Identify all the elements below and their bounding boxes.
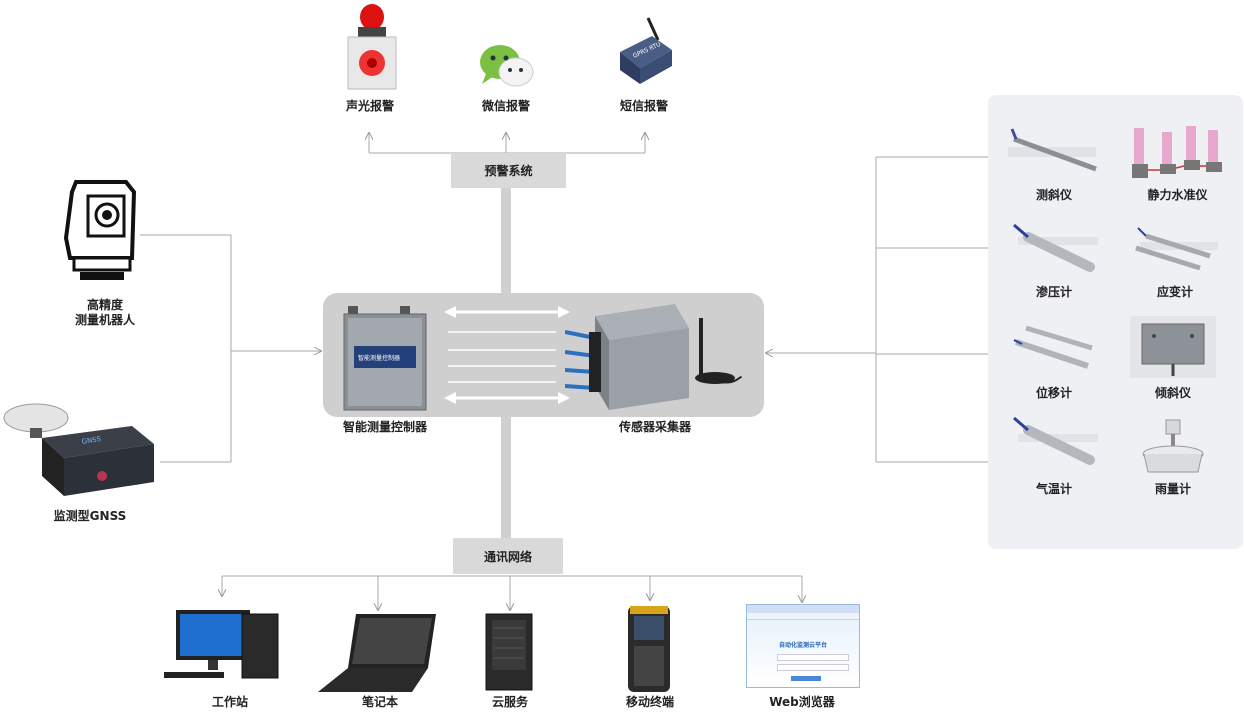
data-flow-arrows	[444, 306, 570, 404]
browser-title: 自动化监测云平台	[778, 642, 827, 649]
siren-alarm-icon	[347, 4, 397, 90]
tilt-meter-icon	[1130, 316, 1216, 378]
terminal-label-web: Web浏览器	[769, 695, 835, 709]
rain-gauge-icon	[1142, 419, 1204, 473]
displacement-meter-icon	[1013, 325, 1093, 369]
sensor-label-displacement: 位移计	[1035, 386, 1072, 400]
gnss-label: 监测型GNSS	[53, 509, 127, 523]
network-box: 通讯网络	[453, 538, 563, 574]
robot-label-line1: 高精度	[86, 298, 123, 312]
static-level-icon	[1132, 126, 1222, 178]
web-browser-icon: 自动化监测云平台	[746, 604, 860, 688]
svg-text:GNSS: GNSS	[81, 435, 102, 446]
terminal-label-cloud: 云服务	[491, 695, 528, 709]
gnss-receiver-icon: GNSS	[3, 403, 154, 496]
sensor-label-piezometer: 渗压计	[1035, 285, 1072, 299]
handheld-terminal-icon	[628, 606, 670, 692]
sensor-label-tilt: 倾斜仪	[1154, 386, 1191, 400]
workstation-icon	[164, 610, 279, 679]
gprs-rtu-icon: GPRS RTU	[620, 17, 672, 84]
controller-label: 智能测量控制器	[342, 420, 427, 434]
warning-label-sound-light: 声光报警	[345, 99, 394, 113]
terminal-label-laptop: 笔记本	[361, 695, 398, 709]
inclinometer-probe-icon	[1008, 128, 1097, 172]
total-station-icon	[63, 180, 137, 280]
thermometer-icon	[1013, 416, 1098, 465]
terminal-label-workstation: 工作站	[211, 695, 248, 709]
sensor-label-strain: 应变计	[1156, 285, 1193, 299]
sensor-label-thermometer: 气温计	[1035, 482, 1072, 496]
wechat-icon	[480, 45, 534, 87]
terminal-label-mobile: 移动终端	[625, 695, 674, 709]
strain-gauge-icon	[1135, 227, 1218, 271]
sensor-label-static-level: 静力水准仪	[1147, 188, 1208, 202]
warning-label-wechat: 微信报警	[481, 99, 530, 113]
sensor-label-rain: 雨量计	[1154, 482, 1191, 496]
collector-box-icon	[565, 304, 742, 410]
controller-box-icon: 智能测量控制器	[343, 306, 427, 411]
laptop-icon	[318, 614, 436, 692]
warning-label-sms: 短信报警	[619, 99, 668, 113]
robot-label-line2: 测量机器人	[74, 313, 135, 327]
server-tower-icon	[485, 613, 533, 691]
collector-label: 传感器采集器	[618, 420, 691, 434]
warning-system-box: 预警系统	[451, 153, 566, 188]
piezometer-icon	[1013, 223, 1098, 272]
sensor-label-inclinometer: 测斜仪	[1035, 188, 1072, 202]
svg-text:智能测量控制器: 智能测量控制器	[358, 354, 400, 362]
